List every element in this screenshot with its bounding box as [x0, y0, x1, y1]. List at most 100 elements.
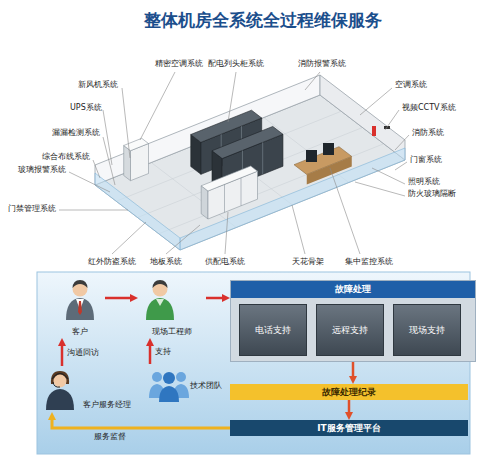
callout-label: 综合布线系统 — [42, 151, 90, 163]
callout-label: 消防报警系统 — [298, 58, 346, 70]
power-cabinets — [201, 166, 257, 191]
node-text: 远程支持 — [332, 325, 368, 336]
record-bar: 故障处理纪录 — [230, 384, 468, 400]
callout-label: 玻璃报警系统 — [18, 164, 66, 176]
team-icon — [163, 372, 175, 384]
callout-label: 天花骨架 — [292, 256, 324, 268]
callout-label: 门禁管理系统 — [8, 203, 56, 215]
leader-lines — [93, 160, 100, 178]
engineer-icon — [146, 280, 174, 320]
leader-lines — [103, 110, 112, 165]
fire-extinguisher — [372, 126, 376, 136]
flow-arrow — [352, 362, 355, 378]
room-illustration — [95, 75, 405, 250]
air-conditioner — [124, 138, 149, 150]
power-cabinets — [201, 186, 208, 219]
customer-icon — [66, 298, 94, 320]
callout-label: 配电列头柜系统 — [208, 58, 264, 70]
node-text: 客户服务经理 — [83, 399, 131, 410]
callout-label: 供配电系统 — [205, 256, 245, 268]
leader-lines — [69, 172, 110, 192]
diagram-title: 整体机房全系统全过程维保服务 — [100, 9, 426, 32]
node-text: IT服务管理平台 — [317, 423, 381, 434]
node-text: 电话支持 — [255, 325, 291, 336]
engineer-icon — [153, 280, 168, 288]
leader-lines — [166, 225, 200, 254]
node-text: 现场工程师 — [152, 326, 192, 337]
server-racks — [262, 142, 263, 174]
team-node: 技术团队 — [142, 364, 226, 406]
back-wall — [95, 75, 320, 185]
process-box: 远程支持 — [316, 304, 384, 356]
flow-arrow — [348, 400, 351, 414]
callout-label: UPS系统 — [70, 102, 102, 114]
callout-label: 地板系统 — [150, 256, 182, 268]
process-box: 电话支持 — [239, 304, 307, 356]
flow-arrow — [206, 297, 224, 300]
edge-label: 沟通回访 — [67, 347, 99, 358]
engineer-icon — [146, 298, 174, 320]
callout-label: 红外防盗系统 — [88, 256, 136, 268]
leader-lines — [225, 212, 228, 254]
node-text: 故障处理纪录 — [322, 387, 376, 398]
customer-icon — [73, 280, 88, 288]
process-panel-node: 故障处理电话支持远程支持现场支持 — [230, 280, 476, 362]
flow-arrow — [61, 344, 64, 366]
leader-lines — [103, 137, 115, 185]
team-icon — [159, 386, 179, 402]
customer-icon — [66, 280, 94, 320]
node-text: 现场支持 — [409, 325, 445, 336]
flow-arrow — [105, 297, 132, 300]
engineer-icon — [156, 299, 164, 306]
server-racks — [191, 110, 283, 190]
node-text: 技术团队 — [190, 380, 222, 391]
leader-lines — [122, 88, 130, 158]
glass-partition — [180, 148, 405, 250]
edge-label: 服务监督 — [94, 431, 126, 442]
leader-lines — [292, 205, 305, 254]
leader-lines — [355, 182, 405, 196]
leader-lines — [228, 72, 236, 122]
leader-lines — [59, 210, 128, 211]
power-cabinets — [241, 178, 242, 206]
service-manager-icon — [46, 371, 74, 410]
person-node: 现场工程师 — [138, 276, 206, 338]
leader-lines — [140, 72, 175, 140]
leader-lines — [112, 222, 146, 254]
power-cabinets — [224, 184, 225, 212]
air-conditioner — [124, 138, 149, 180]
server-racks — [212, 126, 283, 158]
team-icon — [149, 372, 189, 402]
leader-lines — [385, 110, 399, 130]
process-box: 现场支持 — [393, 304, 461, 356]
person-node: 客户服务经理 — [40, 366, 135, 412]
service-manager-icon — [46, 389, 74, 410]
monitor-desk — [323, 143, 334, 155]
team-icon — [152, 372, 162, 382]
leader-lines — [305, 72, 320, 90]
service-manager-icon — [54, 375, 67, 388]
edge-label: 支持 — [155, 346, 171, 357]
service-manager-icon — [52, 374, 68, 380]
customer-icon — [78, 301, 82, 315]
callout-label: 集中监控系统 — [345, 256, 393, 268]
monitor-desk — [306, 150, 317, 162]
service-manager-icon — [53, 382, 60, 387]
callout-label: 视频CCTV系统 — [402, 102, 456, 114]
callout-label: 精密空调系统 — [155, 58, 203, 70]
glass-partition — [95, 173, 180, 250]
callout-label: 漏漏检测系统 — [52, 127, 100, 139]
callout-label: 防火玻璃隔断 — [408, 188, 456, 200]
leader-lines — [330, 168, 360, 254]
leader-lines — [372, 168, 405, 184]
leader-lines — [59, 72, 409, 254]
flow-arrow — [149, 344, 152, 364]
side-wall — [320, 75, 405, 160]
team-icon — [176, 372, 186, 382]
callout-label: 门窗系统 — [410, 154, 442, 166]
callout-label: 照明系统 — [408, 176, 440, 188]
leader-lines — [395, 162, 407, 170]
callout-label: 新风机系统 — [78, 79, 118, 91]
leader-lines — [360, 88, 392, 115]
